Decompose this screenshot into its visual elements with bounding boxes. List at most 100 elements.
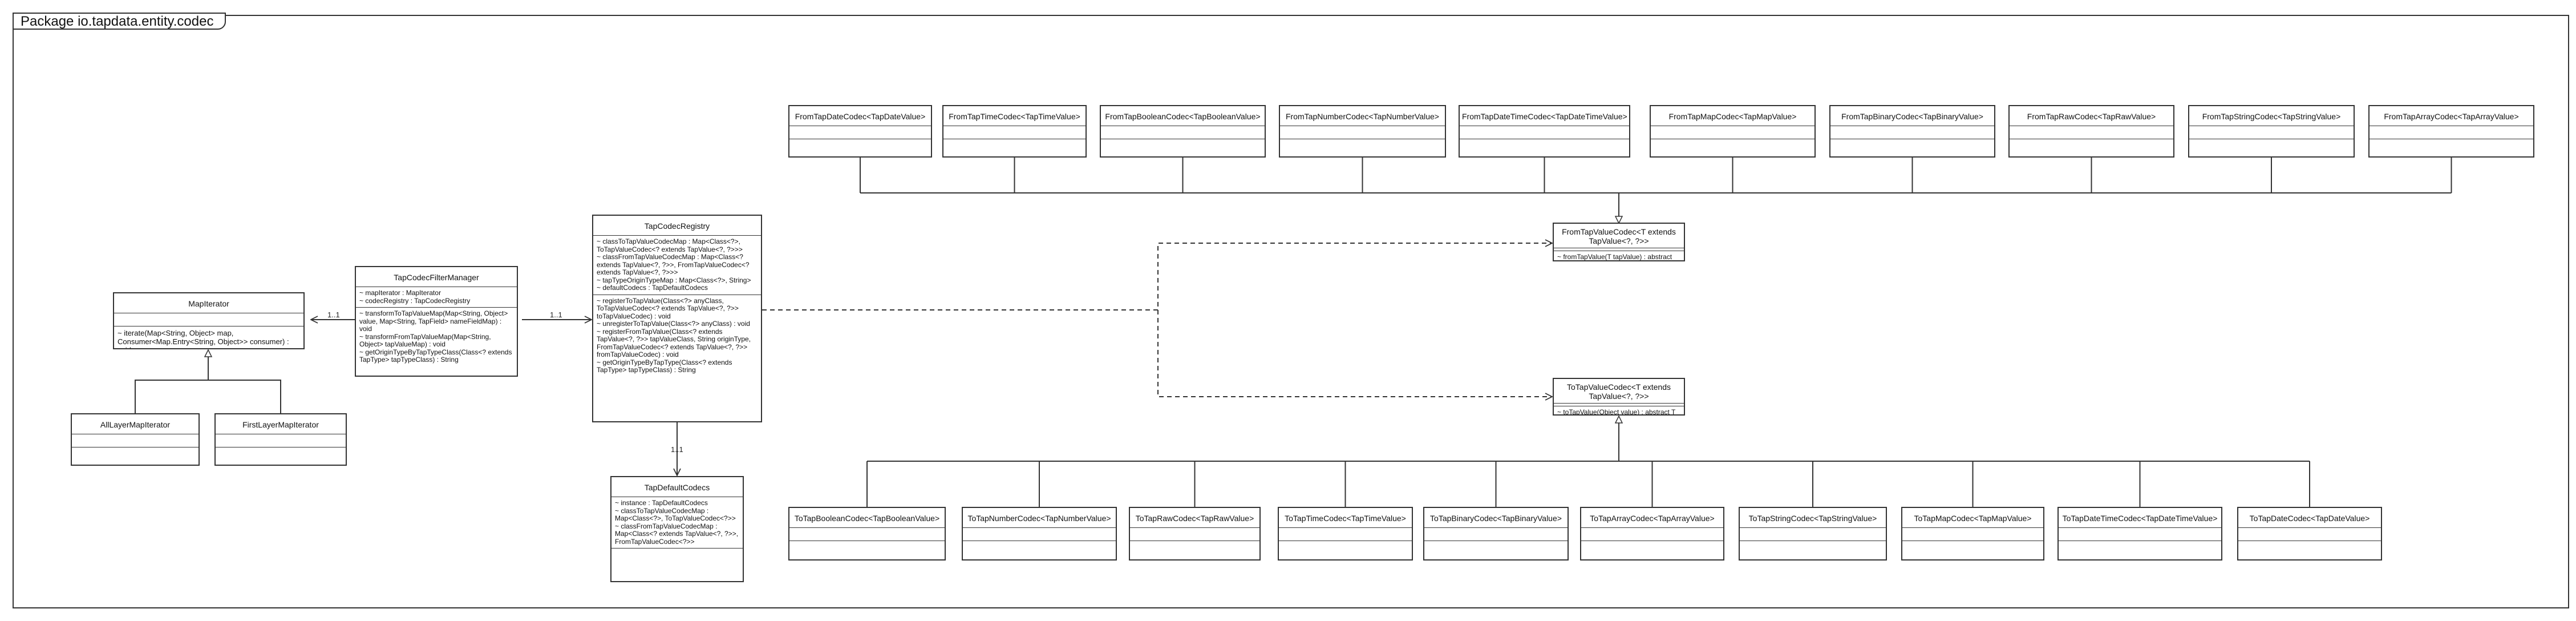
operations-section <box>1902 541 2043 559</box>
to-codec-class-0[interactable]: ToTapBooleanCodec<TapBooleanValue> <box>788 507 946 560</box>
operations-section <box>1130 541 1259 559</box>
operations-section: ~ fromTapValue(T tapValue) : abstract Ob… <box>1554 251 1684 261</box>
attribute: ~ mapIterator : MapIterator <box>359 289 442 297</box>
class-name: ToTapDateTimeCodec<TapDateTimeValue> <box>2059 508 2221 528</box>
from-codec-class-4[interactable]: FromTapDateTimeCodec<TapDateTimeValue> <box>1459 105 1630 158</box>
class-name: TapDefaultCodecs <box>611 477 743 497</box>
from-codec-class-6[interactable]: FromTapBinaryCodec<TapBinaryValue> <box>1829 105 1995 158</box>
attributes-section <box>1740 528 1886 541</box>
to-codec-class-9[interactable]: ToTapDateCodec<TapDateValue> <box>2237 507 2382 560</box>
registry-to-from-dependency <box>762 243 1552 310</box>
operations-section <box>1651 139 1814 156</box>
to-codec-class-6[interactable]: ToTapStringCodec<TapStringValue> <box>1739 507 1887 560</box>
operation: ~ toTapValue(Object value) : abstract T <box>1557 408 1676 416</box>
class-totapvaluecodec[interactable]: ToTapValueCodec<T extends TapValue<?, ?>… <box>1553 378 1685 416</box>
class-name: TapCodecRegistry <box>593 216 761 236</box>
class-tapcodecregistry[interactable]: TapCodecRegistry ~ classToTapValueCodecM… <box>592 215 762 422</box>
attributes-section <box>216 434 346 447</box>
class-name: FromTapBinaryCodec<TapBinaryValue> <box>1830 106 1994 126</box>
operations-section <box>1460 139 1629 156</box>
attributes-section <box>114 313 303 326</box>
operations-section <box>789 541 945 559</box>
class-name: FromTapNumberCodec<TapNumberValue> <box>1280 106 1445 126</box>
operations-section <box>1279 541 1412 559</box>
operations-section <box>1280 139 1445 156</box>
mult-filter-registry: 1..1 <box>550 310 562 319</box>
to-codec-realization-lines <box>866 417 2310 507</box>
package-title: Package io.tapdata.entity.codec <box>13 13 226 30</box>
class-name: FromTapMapCodec<TapMapValue> <box>1651 106 1814 126</box>
attributes-section <box>1651 126 1814 139</box>
attributes-section <box>1280 126 1445 139</box>
class-name: ToTapTimeCodec<TapTimeValue> <box>1279 508 1412 528</box>
operations-section <box>2238 541 2381 559</box>
from-codec-class-3[interactable]: FromTapNumberCodec<TapNumberValue> <box>1279 105 1446 158</box>
to-codec-class-4[interactable]: ToTapBinaryCodec<TapBinaryValue> <box>1423 507 1569 560</box>
class-name: ToTapBooleanCodec<TapBooleanValue> <box>789 508 945 528</box>
class-fromtapvaluecodec[interactable]: FromTapValueCodec<T extends TapValue<?, … <box>1553 223 1685 261</box>
class-alllayermapiterator[interactable]: AllLayerMapIterator <box>71 413 200 466</box>
to-codec-class-1[interactable]: ToTapNumberCodec<TapNumberValue> <box>962 507 1117 560</box>
to-codec-class-2[interactable]: ToTapRawCodec<TapRawValue> <box>1129 507 1261 560</box>
class-mapiterator[interactable]: MapIterator ~ iterate(Map<String, Object… <box>113 292 305 349</box>
from-codec-class-5[interactable]: FromTapMapCodec<TapMapValue> <box>1650 105 1816 158</box>
operation: ~ transformToTapValueMap(Map<String, Obj… <box>359 309 508 333</box>
from-codec-class-2[interactable]: FromTapBooleanCodec<TapBooleanValue> <box>1100 105 1266 158</box>
attributes-section <box>2370 126 2533 139</box>
to-codec-class-8[interactable]: ToTapDateTimeCodec<TapDateTimeValue> <box>2057 507 2222 560</box>
class-name: ToTapArrayCodec<TapArrayValue> <box>1581 508 1723 528</box>
from-codec-class-7[interactable]: FromTapRawCodec<TapRawValue> <box>2008 105 2174 158</box>
class-name: FromTapArrayCodec<TapArrayValue> <box>2370 106 2533 126</box>
attributes-section <box>2059 528 2221 541</box>
class-name: MapIterator <box>114 293 303 313</box>
class-name: ToTapMapCodec<TapMapValue> <box>1902 508 2043 528</box>
attributes-section <box>789 126 931 139</box>
operations-section <box>1830 139 1994 156</box>
to-codec-class-7[interactable]: ToTapMapCodec<TapMapValue> <box>1901 507 2044 560</box>
from-codec-class-0[interactable]: FromTapDateCodec<TapDateValue> <box>788 105 932 158</box>
attribute: ~ defaultCodecs : TapDefaultCodecs <box>597 284 708 292</box>
class-name: ToTapBinaryCodec<TapBinaryValue> <box>1424 508 1568 528</box>
operation: ~ registerFromTapValue(Class<? extends T… <box>597 327 751 358</box>
to-codec-class-3[interactable]: ToTapTimeCodec<TapTimeValue> <box>1278 507 1413 560</box>
attributes-section <box>1554 248 1684 251</box>
class-name: FromTapDateTimeCodec<TapDateTimeValue> <box>1460 106 1629 126</box>
class-tapdefaultcodecs[interactable]: TapDefaultCodecs ~ instance : TapDefault… <box>610 476 744 582</box>
operations-section: ~ transformToTapValueMap(Map<String, Obj… <box>356 308 517 376</box>
class-name: FirstLayerMapIterator <box>216 414 346 434</box>
attributes-section <box>1581 528 1723 541</box>
operation: ~ getOriginTypeByTapType(Class<? extends… <box>597 358 732 374</box>
class-name: ToTapValueCodec<T extends TapValue<?, ?>… <box>1554 379 1684 404</box>
operations-section <box>789 139 931 156</box>
attributes-section <box>1830 126 1994 139</box>
operation: ~ getOriginTypeByTapTypeClass(Class<? ex… <box>359 348 512 364</box>
attributes-section <box>2238 528 2381 541</box>
operation: ~ unregisterToTapValue(Class<?> anyClass… <box>597 320 750 328</box>
attributes-section <box>72 434 199 447</box>
class-name: TapCodecFilterManager <box>356 267 517 287</box>
class-name: FromTapValueCodec<T extends TapValue<?, … <box>1554 224 1684 248</box>
operations-section <box>2189 139 2354 156</box>
attributes-section <box>2010 126 2173 139</box>
operation: ~ fromTapValue(T tapValue) : abstract Ob… <box>1557 253 1672 261</box>
attributes-section <box>1130 528 1259 541</box>
to-codec-class-5[interactable]: ToTapArrayCodec<TapArrayValue> <box>1580 507 1724 560</box>
attributes-section <box>2189 126 2354 139</box>
class-tapcodecfiltermanager[interactable]: TapCodecFilterManager ~ mapIterator : Ma… <box>355 266 518 377</box>
attributes-section <box>1554 404 1684 406</box>
attributes-section <box>1460 126 1629 139</box>
class-name: ToTapNumberCodec<TapNumberValue> <box>963 508 1116 528</box>
attributes-section: ~ mapIterator : MapIterator ~ codecRegis… <box>356 287 517 308</box>
from-codec-class-9[interactable]: FromTapArrayCodec<TapArrayValue> <box>2368 105 2534 158</box>
attributes-section <box>1101 126 1265 139</box>
from-codec-class-1[interactable]: FromTapTimeCodec<TapTimeValue> <box>942 105 1087 158</box>
operations-section: ~ registerToTapValue(Class<?> anyClass, … <box>593 295 761 422</box>
class-name: FromTapStringCodec<TapStringValue> <box>2189 106 2354 126</box>
operations-section: ~ toTapValue(Object value) : abstract T <box>1554 406 1684 416</box>
attribute: ~ codecRegistry : TapCodecRegistry <box>359 296 471 305</box>
class-firstlayermapiterator[interactable]: FirstLayerMapIterator <box>214 413 347 466</box>
operation: ~ transformFromTapValueMap(Map<String, O… <box>359 332 491 348</box>
operations-section <box>1424 541 1568 559</box>
from-codec-class-8[interactable]: FromTapStringCodec<TapStringValue> <box>2188 105 2355 158</box>
attributes-section <box>963 528 1116 541</box>
